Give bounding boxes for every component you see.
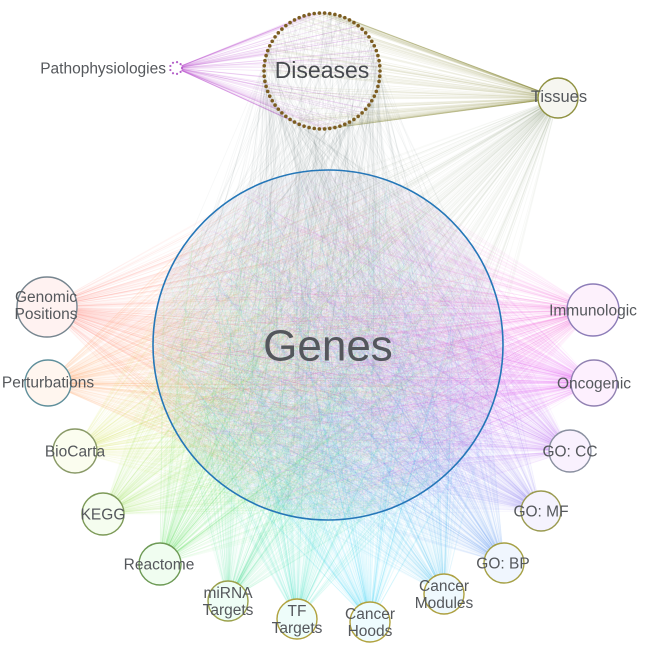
node-immunologic[interactable] xyxy=(566,283,620,337)
edge-bundle-cancer-modules-to-genes xyxy=(160,183,494,586)
node-pathophysiologies[interactable] xyxy=(169,60,184,76)
edge-bundle-tissues-to-genes xyxy=(155,104,554,507)
edge-bundle-tissues-to-diseases xyxy=(263,12,540,130)
node-genomic-positions[interactable] xyxy=(16,276,78,338)
label-go-bp: GO: BP xyxy=(476,555,529,572)
node-perturbations[interactable] xyxy=(24,359,72,407)
label-perturbations: Perturbations xyxy=(2,374,94,391)
label-go-cc: GO: CC xyxy=(542,443,597,460)
label-oncogenic: Oncogenic xyxy=(557,375,631,392)
label-go-mf: GO: MF xyxy=(513,503,568,520)
label-diseases: Diseases xyxy=(275,57,370,83)
node-oncogenic[interactable] xyxy=(570,359,618,407)
node-kegg[interactable] xyxy=(81,492,125,536)
edge-bundle-kegg-to-genes xyxy=(109,176,499,515)
node-go-cc[interactable] xyxy=(548,429,592,473)
edge-bundle-tf-targets-to-genes xyxy=(158,180,496,605)
node-go-bp[interactable] xyxy=(483,542,525,584)
label-reactome: Reactome xyxy=(124,556,195,573)
label-kegg: KEGG xyxy=(81,506,126,523)
node-go-mf[interactable] xyxy=(520,490,562,532)
edge-bundle-genomic-positions-to-genes xyxy=(67,171,503,519)
edge-bundle-mirna-targets-to-genes xyxy=(166,180,479,592)
node-mirna-targets[interactable] xyxy=(207,580,249,622)
edge-bundle-go-bp-to-genes xyxy=(159,178,503,559)
edge-bundle-reactome-to-genes xyxy=(159,173,487,560)
node-tf-targets[interactable] xyxy=(276,598,318,640)
edge-bundle-perturbations-to-genes xyxy=(64,173,497,515)
edge-bundle-oncogenic-to-genes xyxy=(161,170,579,516)
node-genes[interactable] xyxy=(152,169,504,521)
edge-bundle-cancer-hoods-to-genes xyxy=(153,172,495,609)
label-biocarta: BioCarta xyxy=(45,443,106,460)
node-biocarta[interactable] xyxy=(52,428,98,474)
edge-bundle-immunologic-to-genes xyxy=(160,176,576,514)
label-tissues: Tissues xyxy=(531,88,587,106)
node-diseases[interactable] xyxy=(262,11,382,131)
label-genes: Genes xyxy=(263,321,393,370)
node-reactome[interactable] xyxy=(138,542,182,586)
genes-area-fill xyxy=(153,170,503,520)
edge-bundle-pathophysiologies-to-diseases xyxy=(181,12,380,130)
edge-bundle-go-mf-to-genes xyxy=(162,184,538,515)
label-pathophysiologies: Pathophysiologies xyxy=(40,60,166,77)
node-tissues[interactable] xyxy=(537,77,579,119)
label-immunologic: Immunologic xyxy=(549,302,637,319)
node-cancer-modules[interactable] xyxy=(423,573,465,615)
edge-bundle-go-cc-to-genes xyxy=(159,175,562,517)
edge-bundle-diseases-to-genes xyxy=(156,12,502,517)
edge-bundle-biocarta-to-genes xyxy=(85,172,502,517)
node-cancer-hoods[interactable] xyxy=(349,601,391,643)
